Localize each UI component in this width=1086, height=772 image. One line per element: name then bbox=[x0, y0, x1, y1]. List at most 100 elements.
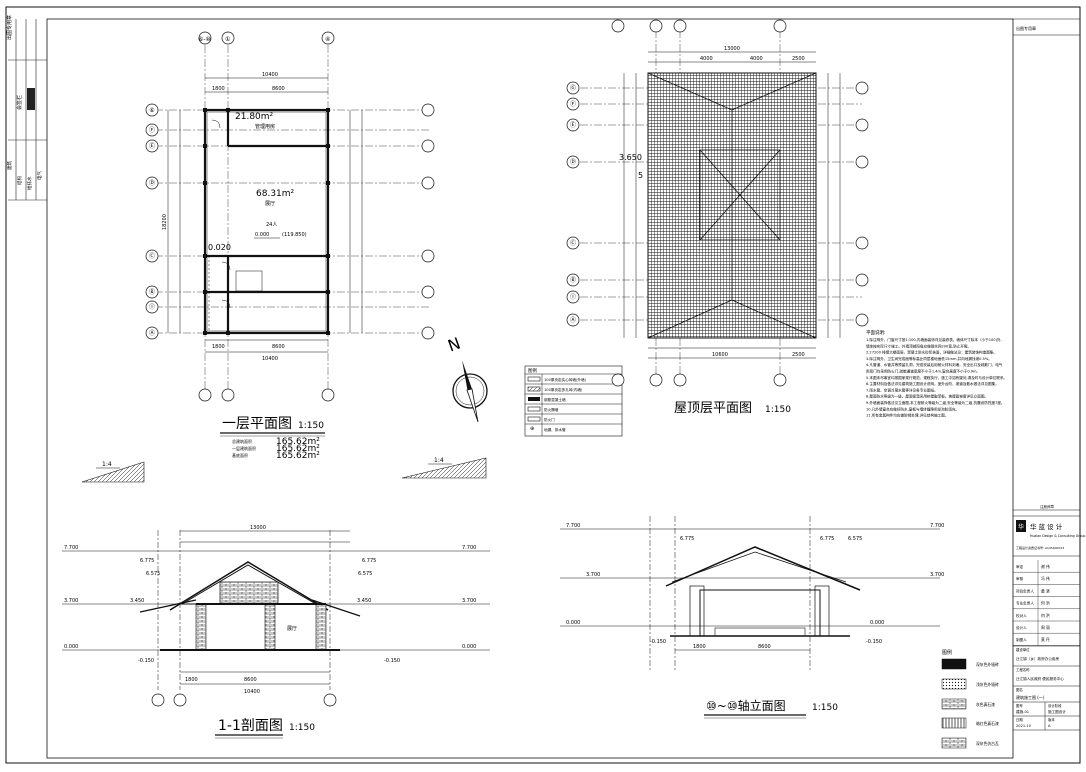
dim-text: 13000 bbox=[250, 525, 266, 531]
tb-value: A bbox=[1048, 724, 1051, 728]
axis-label: Ⓘ bbox=[570, 293, 576, 301]
svg-text:⊕: ⊕ bbox=[530, 426, 534, 432]
dim-text: 1800 bbox=[185, 677, 198, 683]
elev-level: 3.700 bbox=[586, 572, 600, 578]
notes-line: 3.除注明外，卫生间完成面等标高比同层楼地面低15mm,并向地漏找坡0.5%。 bbox=[866, 356, 992, 361]
room-note: 24人 bbox=[266, 222, 277, 228]
dim-text: 10400 bbox=[244, 689, 260, 695]
company-mark: 华 bbox=[1018, 523, 1024, 531]
sec-level: 7.700 bbox=[64, 545, 78, 551]
north-arrow: N bbox=[445, 334, 488, 423]
dim-text: 1800 bbox=[212, 344, 225, 350]
tb-value: 施工图设计 bbox=[1048, 709, 1066, 714]
slope-label: 1:4 bbox=[102, 461, 112, 468]
area-label: 基底面积 bbox=[232, 452, 248, 458]
elevation: 7.700 7.700 6.775 6.775 6.575 3.700 3.70… bbox=[560, 516, 944, 719]
roof-title: 屋顶层平面图 bbox=[674, 401, 752, 416]
dim-text: 8600 bbox=[272, 344, 285, 350]
section-title: 1-1剖面图 bbox=[218, 718, 283, 734]
title-block: 出图专用章 注册师章 华 华 蓝 设 计 Hualan Design & Con… bbox=[1013, 18, 1085, 731]
dim-text: 2500 bbox=[792, 352, 805, 358]
roof-level: 3.650 bbox=[619, 153, 642, 162]
axis-label: Ⓓ bbox=[570, 158, 576, 166]
tb-label: 设计阶段 bbox=[1048, 703, 1062, 708]
axis-label: Ⓒ bbox=[570, 239, 576, 247]
tb-row-key: 项目负责人 bbox=[1016, 588, 1034, 593]
room-label: 管理用房 bbox=[255, 123, 275, 130]
sec-room: 展厅 bbox=[287, 626, 297, 632]
legend-item: 暗红色真石漆 bbox=[976, 721, 999, 726]
plan-legend: ⊕ 图例 100厚页岩实心砖墙(外墙) 100厚页岩多孔砖(内墙) 钢筋混凝土墙… bbox=[524, 365, 623, 437]
legend-item: 深灰色外墙砖 bbox=[976, 662, 999, 667]
tb-row-key: 审核 bbox=[1016, 576, 1024, 581]
sec-level: 7.700 bbox=[462, 545, 476, 551]
sec-level: -0.150 bbox=[384, 658, 400, 664]
strip-label: 电气 bbox=[36, 171, 43, 180]
section-1-1: 7.700 7.700 6.775 6.775 6.575 6.575 3.70… bbox=[62, 525, 490, 739]
tb-label: 图名 bbox=[1016, 687, 1023, 692]
sec-level: 3.450 bbox=[357, 598, 371, 604]
legend-item: 防火门 bbox=[544, 417, 555, 422]
roof-plan: Ⓖ Ⓕ Ⓔ Ⓓ Ⓒ Ⓑ Ⓘ Ⓐ 13000 4000 4000 2500 106… bbox=[566, 19, 869, 416]
strip-label: 出图专用章 bbox=[6, 15, 13, 40]
notes-line: 4.凡管道、水管井等预留孔洞，完成安装后用耐火材料封堵。安全出口及疏散门、电气 bbox=[866, 362, 1003, 367]
dim-text: 10600 bbox=[712, 352, 728, 358]
strip-label: 建筑 bbox=[6, 161, 13, 170]
strip-label: 给排水 bbox=[26, 176, 33, 190]
notes-line: 用房门均采用防火门,疏散通道宽度不小于1.4m,窗台高度不小于0.9m。 bbox=[866, 369, 980, 374]
dim-text: 13000 bbox=[724, 46, 740, 52]
north-label: N bbox=[445, 334, 463, 356]
room-area: 21.80m² bbox=[235, 112, 274, 122]
dim-text: 10400 bbox=[262, 356, 278, 362]
tb-row-key: 校对人 bbox=[1016, 613, 1027, 618]
strip-label: 会签栏 bbox=[16, 95, 23, 110]
level-side: 0.020 bbox=[208, 243, 231, 252]
title-block-header: 出图专用章 bbox=[1016, 25, 1036, 31]
axis-label: Ⓑ bbox=[149, 288, 155, 296]
elev-level: 3.700 bbox=[930, 572, 944, 578]
tb-row-value: 黄 坚 bbox=[1041, 588, 1050, 593]
tb-row-value: 谢 伟 bbox=[1041, 564, 1050, 569]
area-label: 一层建筑面积 bbox=[232, 445, 256, 451]
room-label: 展厅 bbox=[265, 201, 275, 207]
tb-value: 建筑施工图 (一) bbox=[1016, 694, 1045, 700]
dim-text: 8600 bbox=[244, 677, 257, 683]
sec-level: 3.450 bbox=[130, 598, 144, 604]
notes-line: 1.除注明外，门窗尺寸按1:100,内墙面装饰详见装修表。墙体尺寸除本（小于10… bbox=[866, 337, 1002, 342]
dim-text: 4000 bbox=[750, 56, 763, 62]
tb-label: 图号 bbox=[1016, 703, 1023, 708]
elev-level: 6.575 bbox=[848, 536, 862, 542]
strip-label: 结构 bbox=[16, 176, 23, 185]
legend-item: 100厚页岩实心砖墙(外墙) bbox=[544, 377, 587, 382]
sec-level: 6.575 bbox=[358, 571, 372, 577]
tb-value: 2021.10 bbox=[1016, 724, 1032, 728]
notes-line: 墙体按实际尺寸施工。外墙顶部阳角应做钢丝网200宽,防止开裂。 bbox=[866, 343, 971, 348]
axis-label: Ⓐ bbox=[149, 329, 155, 337]
tb-value: 建施-01 bbox=[1016, 709, 1029, 714]
tb-label: 版本 bbox=[1048, 717, 1055, 722]
legend-item: 灰色真石漆 bbox=[976, 702, 995, 707]
sec-level: -0.150 bbox=[138, 658, 154, 664]
area-label: 总建筑面积 bbox=[232, 438, 252, 444]
elev-legend: 图例 深灰色外墙砖 浅灰色外墙砖 灰色真石漆 暗红色真石漆 深灰色仿古瓦 bbox=[941, 649, 999, 749]
tb-row-key: 审定 bbox=[1016, 564, 1024, 569]
tb-row-key: 专业负责人 bbox=[1016, 601, 1034, 606]
roof-scale: 1:150 bbox=[765, 405, 791, 415]
roof-level: 5 bbox=[638, 171, 643, 180]
legend-item: 浅灰色外墙砖 bbox=[976, 682, 999, 687]
elev-title: ⑩~⑩轴立面图 bbox=[706, 698, 786, 713]
left-strip: 出图专用章 会签栏 建筑 结构 给排水 电气 bbox=[6, 15, 47, 201]
axis-bubble: ④ bbox=[325, 36, 330, 43]
dim-text: 1800 bbox=[693, 644, 706, 650]
area-stat: 165.62m² bbox=[276, 444, 320, 454]
axis-label: Ⓕ bbox=[570, 100, 576, 108]
section-scale: 1:150 bbox=[289, 723, 315, 733]
sec-level: 3.700 bbox=[462, 598, 476, 604]
sec-level: 0.000 bbox=[462, 644, 476, 650]
notes-line: 8.屋面防水等级为一级，屋面保温采用挤塑聚苯板。坡屋面坡度详见立面图。 bbox=[866, 394, 988, 399]
elev-level: 0.000 bbox=[566, 620, 580, 626]
tb-row-value: 何 洪 bbox=[1041, 601, 1050, 606]
axis-label: Ⓓ bbox=[149, 179, 155, 187]
tb-row-key: 设计人 bbox=[1016, 625, 1027, 630]
axis-label: Ⓔ bbox=[570, 121, 576, 129]
